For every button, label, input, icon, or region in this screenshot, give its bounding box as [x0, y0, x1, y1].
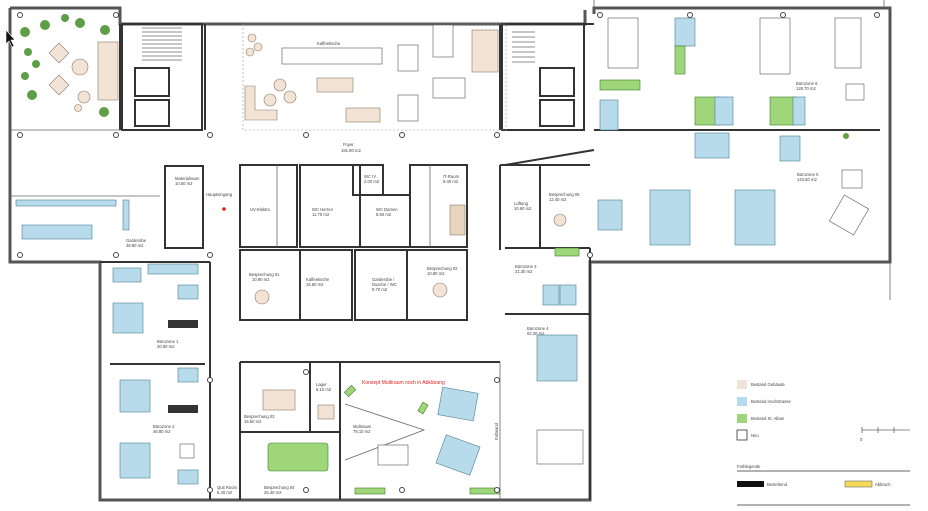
wc-herren-area: 11.70 m2: [312, 212, 330, 217]
legend-swatch-bestand-st-alban: [737, 414, 747, 423]
haupteingang-label: Haupteingang: [206, 192, 233, 197]
buerozone1-name: Bürozone 1: [157, 339, 179, 344]
kaffeekueche-name: Kaffeeküche: [306, 277, 330, 282]
buerozone3-name: Bürozone 3: [515, 264, 537, 269]
legend-swatch-bestand-gebaeude: [737, 380, 747, 389]
multiraum-note: Konzept Multiraum noch in Abklärung: [362, 380, 445, 386]
materialraum-name: Materialraum: [175, 176, 200, 181]
besprechung02-name: Besprechung 02: [427, 266, 458, 271]
legend-label: Bestand Hochstrasse: [751, 399, 791, 404]
lueftung-name: Lüftung: [514, 201, 529, 206]
entrance-area: [10, 165, 226, 249]
legend-label: Neu: [751, 433, 759, 438]
faltwand-label: Faltwand: [494, 422, 499, 440]
multiraum-area: 79.10 m2: [353, 429, 371, 434]
scale-bar: 0: [860, 427, 910, 442]
kaffeekueche-area: 15.60 m2: [306, 282, 324, 287]
legend-label: Bestand St. Alban: [751, 416, 785, 421]
lager-name: Lager: [316, 382, 327, 387]
buerozone5-area: 143.60 m2: [797, 177, 817, 182]
lager-area: 6.10 m2: [316, 387, 332, 392]
lower-middle: [239, 361, 501, 500]
wc-herren-name: WC Herren: [312, 207, 334, 212]
buerozone6-area: 126.70 m2: [796, 86, 816, 91]
quiet-room-area: 5.40 m2: [217, 490, 233, 495]
bestehend-label: Bestehend: [767, 482, 788, 487]
room-labels: Foyer 181.80 m2 Kaffeeküche Materialraum…: [126, 41, 819, 495]
buerozone1-area: 30.50 m2: [157, 344, 175, 349]
quiet-room-name: Quit Room: [217, 485, 238, 490]
buerozone4-name: Bürozone 4: [527, 326, 549, 331]
buerozone6-name: Bürozone 6: [796, 81, 818, 86]
buerozone4-area: 62.20 m2: [527, 331, 545, 336]
scale-zero: 0: [860, 437, 863, 442]
buerozone3-area: 21.30 m2: [515, 269, 533, 274]
garderobe-dusche-name: Garderobe /: [372, 277, 395, 282]
foyer-name: Foyer: [343, 142, 354, 147]
wc-iv-name: WC IV: [364, 174, 376, 179]
columns: [17, 12, 880, 493]
buerozone5-name: Bürozone 5: [797, 172, 819, 177]
legend-swatch-bestand-hochstrasse: [737, 397, 747, 406]
uv-elektro-label: UV-Elektro: [250, 207, 271, 212]
farblegende-title: Farblegende: [737, 464, 761, 469]
besprechung02-area: 10.90 m2: [427, 271, 445, 276]
left-wing: [100, 261, 211, 500]
besprechung01-area: 10.90 m2: [252, 277, 270, 282]
it-raum-area: 9.40 m2: [443, 179, 459, 184]
central-core: [239, 164, 468, 321]
kaffeekueche-top-name: Kaffeeküche: [317, 41, 341, 46]
materialraum-area: 10.50 m2: [175, 181, 193, 186]
stair-core-left: [121, 23, 203, 131]
right-lower: [499, 164, 591, 500]
swatch-bestehend: [737, 481, 764, 487]
besprechung04-area: 25.40 m2: [264, 490, 282, 495]
besprechung03-name: Besprechung 03: [244, 414, 275, 419]
lueftung-area: 10.60 m2: [514, 206, 532, 211]
besprechung05-area: 12.40 m2: [549, 197, 567, 202]
besprechung03-area: 15.50 m2: [244, 419, 262, 424]
stair-core-right: [501, 23, 585, 131]
buerozone2-name: Bürozone 2: [153, 424, 175, 429]
besprechung01-name: Besprechung 01: [249, 272, 280, 277]
besprechung05-name: Besprechung 05: [549, 192, 580, 197]
garderobe-dusche-area: 9.70 m2: [372, 287, 388, 292]
besprechung04-name: Besprechung 04: [264, 485, 295, 490]
swatch-abbruch: [844, 480, 873, 488]
abbruch-label: Abbruch: [875, 482, 891, 487]
wc-damen-name: WC Damen: [376, 207, 398, 212]
wc-iv-area: 2.00 m2: [364, 179, 380, 184]
terrace: [10, 14, 121, 131]
wc-damen-area: 8.60 m2: [376, 212, 392, 217]
buerozone2-area: 46.80 m2: [153, 429, 171, 434]
mouse-cursor-icon: [5, 29, 16, 48]
legend-swatch-neu: [736, 429, 748, 441]
foyer-area: 181.80 m2: [341, 148, 361, 153]
it-raum-name: IT-Raum: [443, 174, 460, 179]
legend: Bestand Gebäude Bestand Hochstrasse Best…: [736, 380, 910, 506]
multiraum-name: Multiraum: [353, 424, 372, 429]
plant-icons: [20, 14, 110, 117]
garderobe-dusche-name2: Dusche / WC: [372, 282, 397, 287]
legend-label: Bestand Gebäude: [751, 382, 785, 387]
garderobe-name: Garderobe: [126, 238, 147, 243]
garderobe-area: 38.80 m2: [126, 243, 144, 248]
right-wing: [504, 17, 880, 246]
foyer-area: [242, 23, 507, 131]
